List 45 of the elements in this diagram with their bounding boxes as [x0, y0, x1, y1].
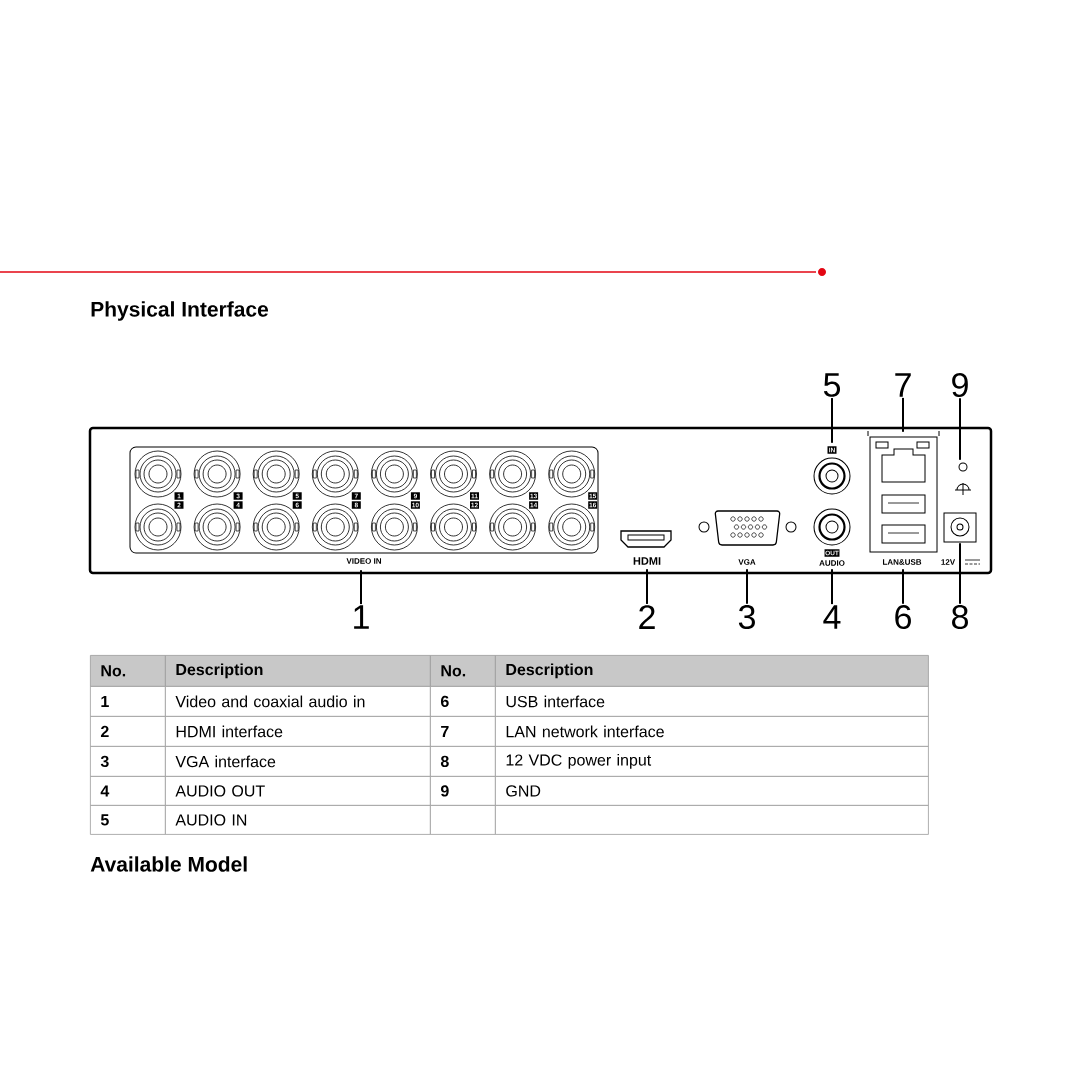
table-cell: 2	[90, 716, 166, 747]
table-cell: 7	[430, 716, 496, 747]
leader-line	[902, 568, 904, 605]
table-cell: 5	[90, 805, 166, 835]
callout-number: 8	[952, 604, 968, 630]
table-cell: 4	[90, 776, 166, 806]
callout-number: 2	[639, 605, 655, 629]
port-label: VIDEO IN	[346, 558, 381, 564]
section-heading: Available Model	[90, 856, 247, 872]
leader-line	[831, 397, 833, 444]
table-header-cell: No.	[90, 655, 166, 687]
table-header-cell: No.	[430, 655, 496, 687]
leader-line	[360, 569, 362, 606]
hdmi-port-drawing	[620, 530, 672, 548]
leader-line	[902, 396, 904, 433]
power-jack-drawing	[943, 512, 977, 543]
vga-port-drawing	[698, 510, 797, 546]
table-cell: 6	[430, 686, 496, 717]
video-input-drawing	[129, 446, 599, 554]
table-cell: 8	[430, 746, 496, 777]
callout-number: 1	[354, 605, 369, 629]
table-cell: 3	[90, 746, 166, 777]
callout-number: 3	[738, 604, 755, 630]
table-cell: 1	[90, 686, 166, 717]
callout-number: 4	[823, 605, 841, 629]
port-label: LAN&USB	[883, 559, 922, 565]
leader-line	[746, 568, 748, 605]
port-label: AUDIO	[819, 560, 845, 566]
port-label: HDMI	[633, 557, 661, 565]
port-label: 12V	[941, 559, 956, 565]
leader-line	[959, 397, 961, 461]
callout-number: 5	[823, 373, 841, 397]
leader-line	[646, 568, 648, 605]
leader-line	[959, 542, 961, 605]
section-heading: Physical Interface	[91, 301, 269, 321]
lan-usb-ports-drawing	[867, 430, 940, 553]
callout-number: 6	[895, 604, 911, 630]
audio-jack-drawing	[813, 508, 851, 546]
callout-number: 7	[895, 373, 911, 397]
leader-line	[831, 568, 833, 606]
ground-terminal-drawing	[954, 462, 972, 496]
port-label: VGA	[738, 559, 756, 565]
audio-jack-drawing	[813, 457, 851, 495]
table-cell: 9	[430, 776, 496, 806]
callout-number: 9	[952, 372, 968, 398]
